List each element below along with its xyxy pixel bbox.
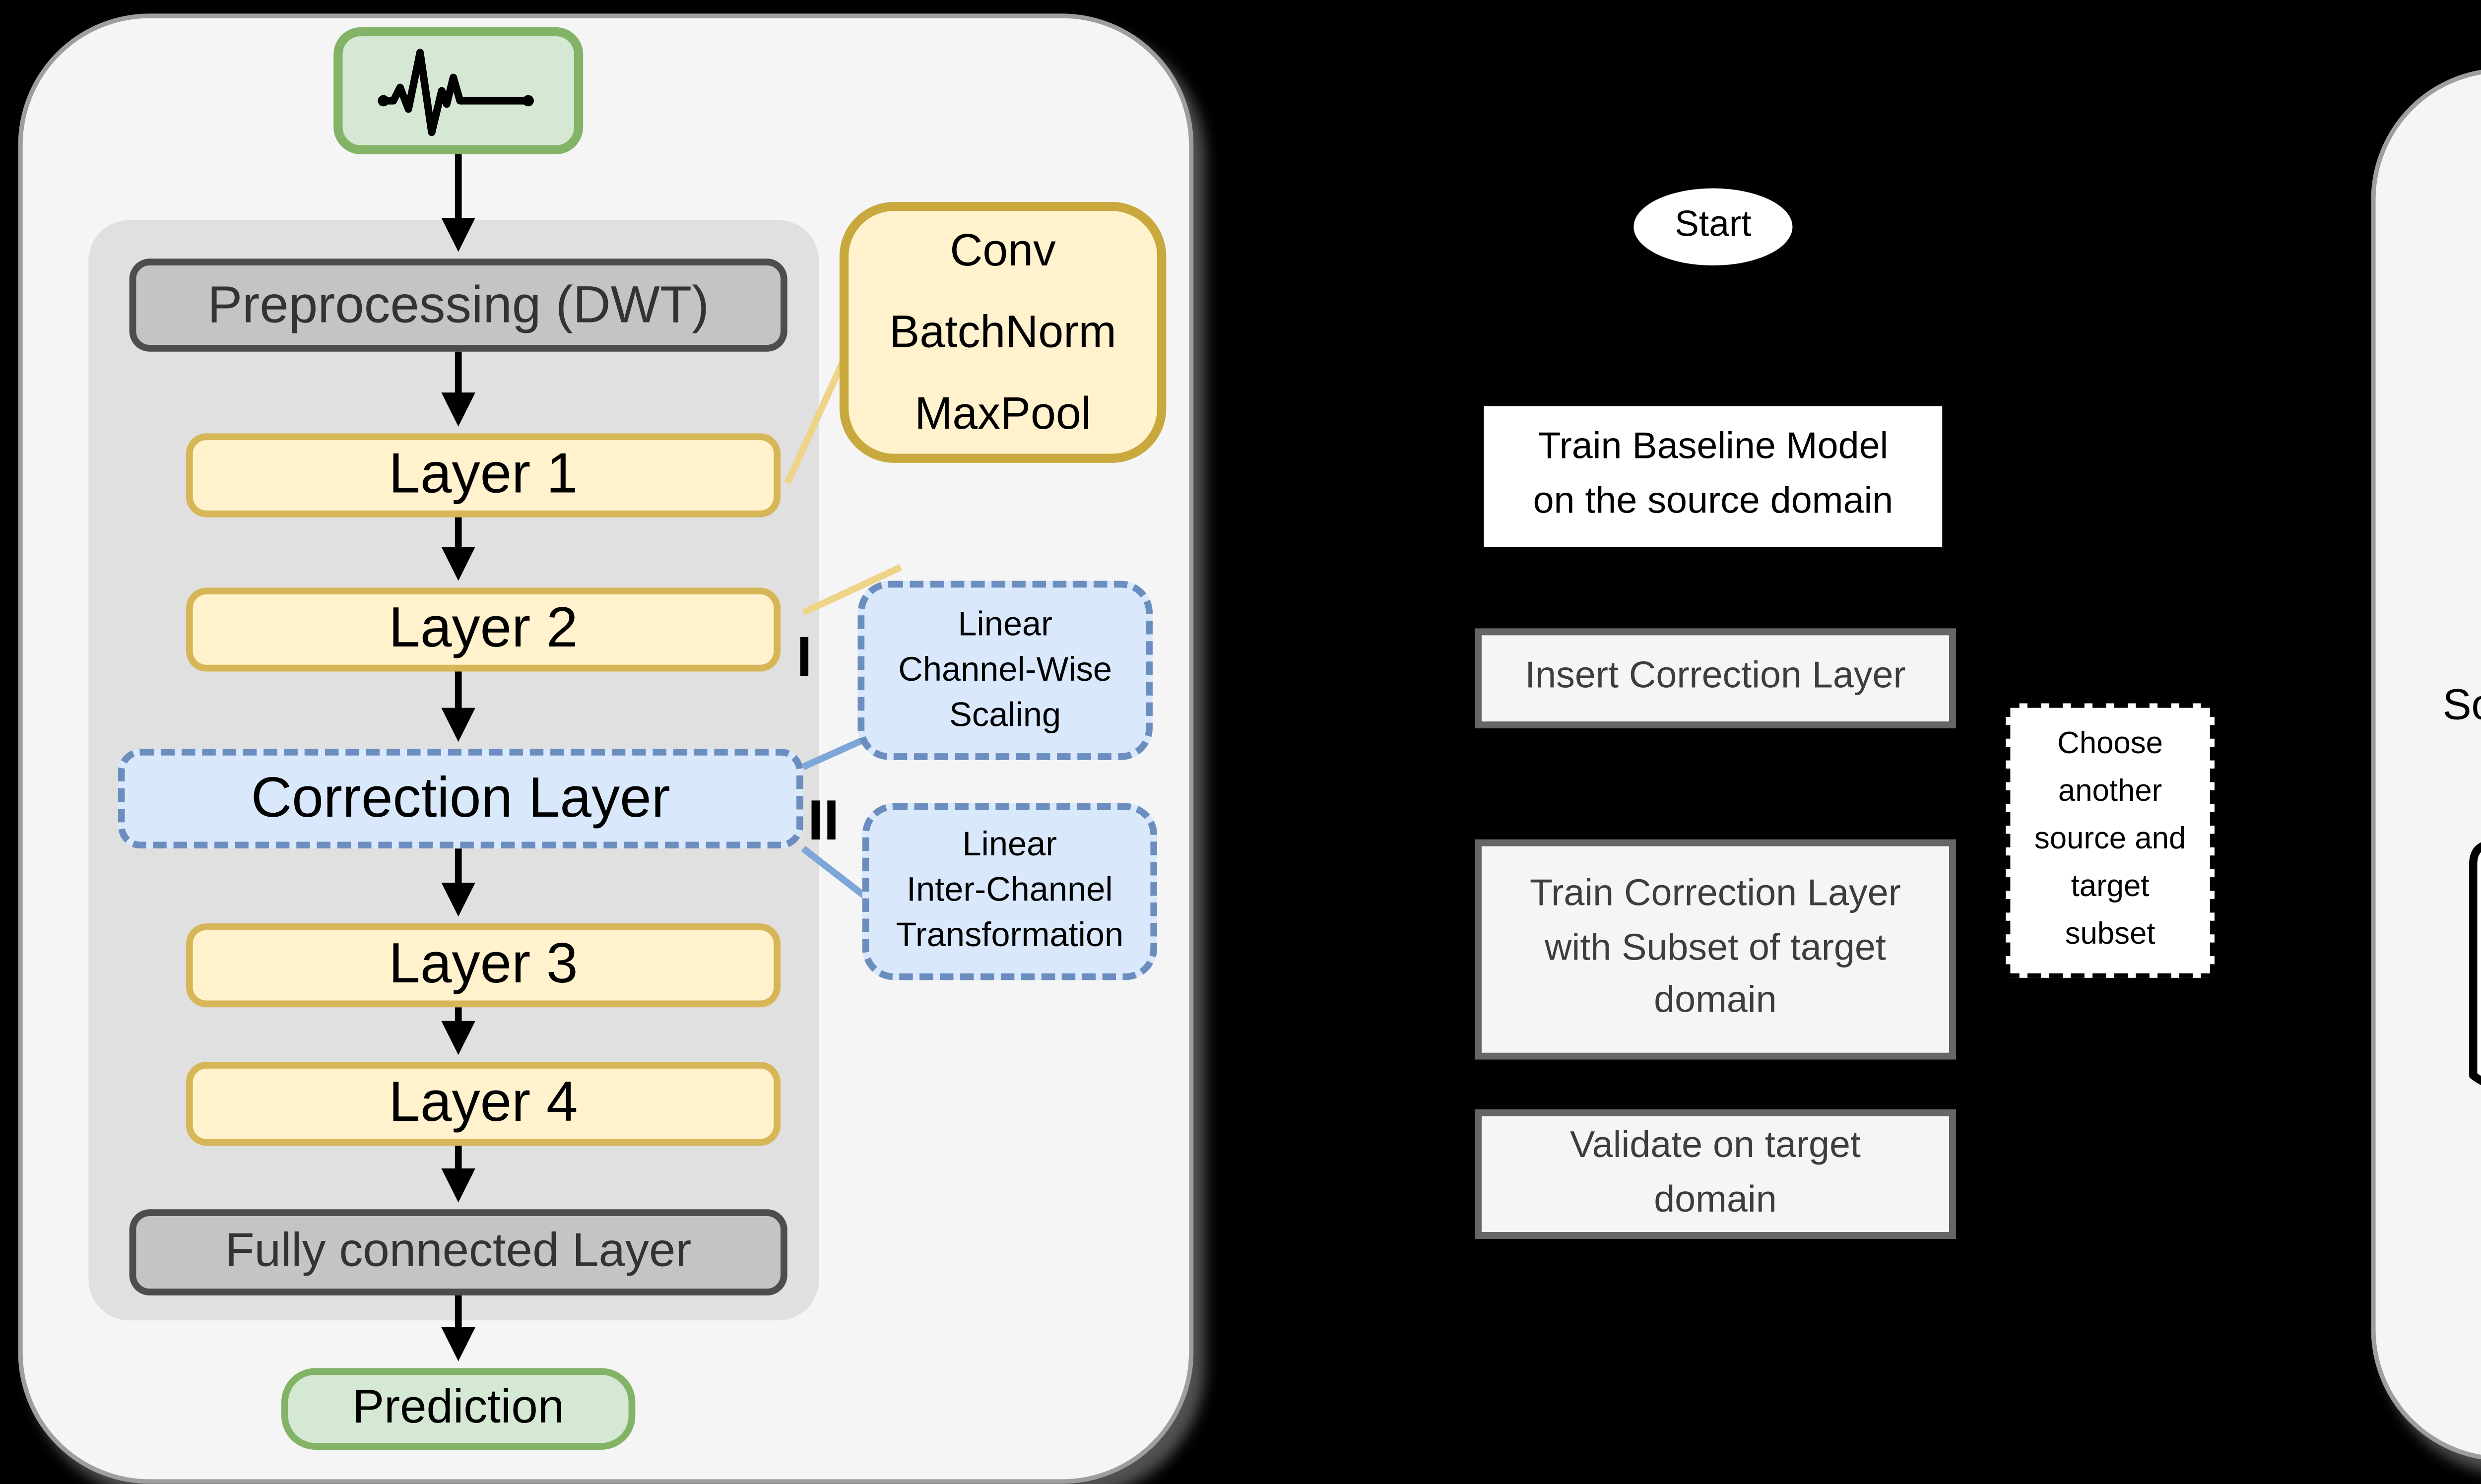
train-baseline-step: Train Baseline Model on the source domai… — [1484, 406, 1943, 547]
start-label: Start — [1675, 206, 1752, 245]
transform-line1: Linear — [962, 826, 1057, 865]
loop-line4: target — [2071, 869, 2150, 903]
preprocessing-label: Preprocessing (DWT) — [207, 274, 710, 334]
roman-numeral-two: II — [807, 789, 840, 853]
train-correction-layer-step: Train Correction Layer with Subset of ta… — [1475, 839, 1956, 1060]
transform-line2: Inter-Channel — [907, 871, 1113, 910]
step3-line1: Train Correction Layer — [1530, 874, 1901, 915]
fully-connected-node: Fully connected Layer — [129, 1209, 787, 1296]
source-subset-stack — [2469, 842, 2481, 1085]
ecg-input-node — [333, 27, 584, 154]
insert-correction-layer-step: Insert Correction Layer — [1475, 628, 1956, 728]
ecg-data-panel: All ECG Recordings Source Domain Subset — [2371, 68, 2481, 1461]
layer3-label: Layer 3 — [389, 932, 578, 996]
choose-subset-note: Choose another source and target subset — [2006, 703, 2215, 978]
step3-line3: domain — [1654, 980, 1777, 1022]
correction-layer-label: Correction Layer — [251, 766, 670, 830]
step1-line1: Train Baseline Model — [1538, 427, 1889, 468]
source-label1: Source Domain — [2442, 683, 2481, 731]
layer2-node: Layer 2 — [186, 587, 781, 672]
source-label2: Subset — [2410, 734, 2481, 787]
batchnorm-label: BatchNorm — [889, 307, 1116, 358]
ecg-waveform-icon — [378, 49, 534, 136]
roman-numeral-one: I — [796, 626, 812, 690]
prediction-node: Prediction — [281, 1368, 636, 1450]
model-architecture-panel: Preprocessing (DWT) Layer 1 Layer 2 Corr… — [18, 13, 1194, 1484]
preprocessing-node: Preprocessing (DWT) — [129, 258, 787, 352]
scaling-line2: Channel-Wise — [898, 650, 1112, 689]
layer2-label: Layer 2 — [389, 596, 578, 660]
loop-line1: Choose — [2057, 726, 2163, 761]
inter-channel-transformation-callout: Linear Inter-Channel Transformation — [862, 803, 1158, 980]
source-subset-label: Source Domain Subset — [2410, 681, 2481, 787]
step4-line1: Validate on target — [1570, 1125, 1861, 1166]
step2-line1: Insert Correction Layer — [1525, 656, 1906, 698]
loop-line3: source and — [2034, 821, 2186, 856]
correction-layer-node: Correction Layer — [118, 748, 803, 849]
step4-line2: domain — [1654, 1178, 1777, 1220]
scaling-line3: Scaling — [949, 695, 1061, 734]
layer1-label: Layer 1 — [389, 442, 578, 506]
layer1-node: Layer 1 — [186, 433, 781, 517]
transform-line3: Transformation — [896, 916, 1124, 956]
conv-label: Conv — [950, 225, 1056, 276]
channel-wise-scaling-callout: Linear Channel-Wise Scaling — [857, 581, 1153, 760]
prediction-label: Prediction — [352, 1381, 565, 1434]
layer4-label: Layer 4 — [389, 1071, 578, 1135]
start-node: Start — [1633, 188, 1793, 266]
loop-line5: subset — [2065, 916, 2155, 951]
loop-line2: another — [2058, 774, 2162, 808]
maxpool-label: MaxPool — [914, 389, 1092, 439]
layer3-node: Layer 3 — [186, 923, 781, 1008]
layer4-node: Layer 4 — [186, 1062, 781, 1146]
conv-batchnorm-maxpool-callout: Conv BatchNorm MaxPool — [839, 201, 1167, 463]
step3-line2: with Subset of target — [1545, 927, 1886, 968]
validate-step: Validate on target domain — [1475, 1109, 1956, 1239]
fully-connected-label: Fully connected Layer — [225, 1225, 692, 1278]
step1-line2: on the source domain — [1533, 481, 1893, 522]
training-flowchart: Start Train Baseline Model on the source… — [1407, 0, 2269, 1484]
scaling-line1: Linear — [958, 604, 1053, 644]
